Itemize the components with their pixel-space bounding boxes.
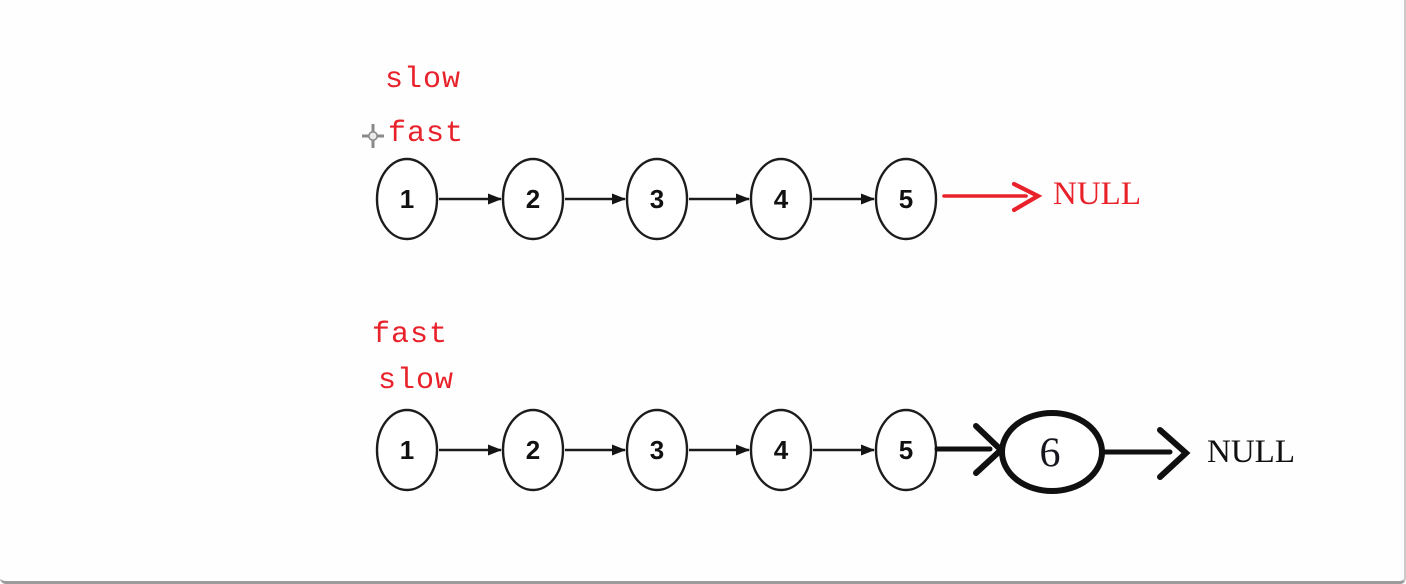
- slow-pointer-label: slow: [385, 63, 461, 97]
- node-value: 3: [650, 435, 664, 465]
- node-circle: [749, 408, 813, 492]
- node-circle: [749, 157, 813, 241]
- node-value: 1: [400, 435, 414, 465]
- node-circle: [501, 408, 565, 492]
- node-value: 2: [526, 435, 540, 465]
- fast-pointer-label: fast: [388, 117, 464, 151]
- node-circle: [375, 408, 439, 492]
- null-arrow-red: [942, 181, 1043, 213]
- list-node: 5: [874, 157, 938, 241]
- list-diagram-bottom: fast slow 1 2 3 4 5: [372, 318, 1295, 494]
- node-circle: [625, 408, 689, 492]
- list-node: 3: [625, 157, 689, 241]
- node-value: 4: [774, 184, 789, 214]
- node-value: 4: [774, 435, 789, 465]
- list-node: 1: [375, 157, 439, 241]
- node-circle: [625, 157, 689, 241]
- null-label: NULL: [1053, 176, 1141, 212]
- appended-node: 6: [999, 410, 1105, 494]
- list-node: 4: [749, 408, 813, 492]
- node-value: 5: [899, 435, 913, 465]
- list-node: 4: [749, 157, 813, 241]
- node-value: 1: [400, 184, 414, 214]
- slow-pointer-label: slow: [378, 364, 454, 398]
- list-node: 5: [874, 408, 938, 492]
- list-node: 3: [625, 408, 689, 492]
- null-arrow-black: [1101, 427, 1191, 480]
- node-value: 6: [1040, 431, 1061, 477]
- node-value: 5: [899, 184, 913, 214]
- list-node: 2: [501, 157, 565, 241]
- append-arrow: [934, 423, 1006, 476]
- node-value: 3: [650, 184, 664, 214]
- node-circle: [874, 157, 938, 241]
- list-diagram-top: slow fast 1 2 3 4 5: [375, 63, 1141, 241]
- null-label: NULL: [1207, 434, 1295, 470]
- precision-crosshair-cursor-icon: [362, 124, 384, 148]
- list-node: 2: [501, 408, 565, 492]
- node-circle: [501, 157, 565, 241]
- node-value: 2: [526, 184, 540, 214]
- node-circle: [375, 157, 439, 241]
- fast-pointer-label: fast: [372, 318, 448, 352]
- list-node: 1: [375, 408, 439, 492]
